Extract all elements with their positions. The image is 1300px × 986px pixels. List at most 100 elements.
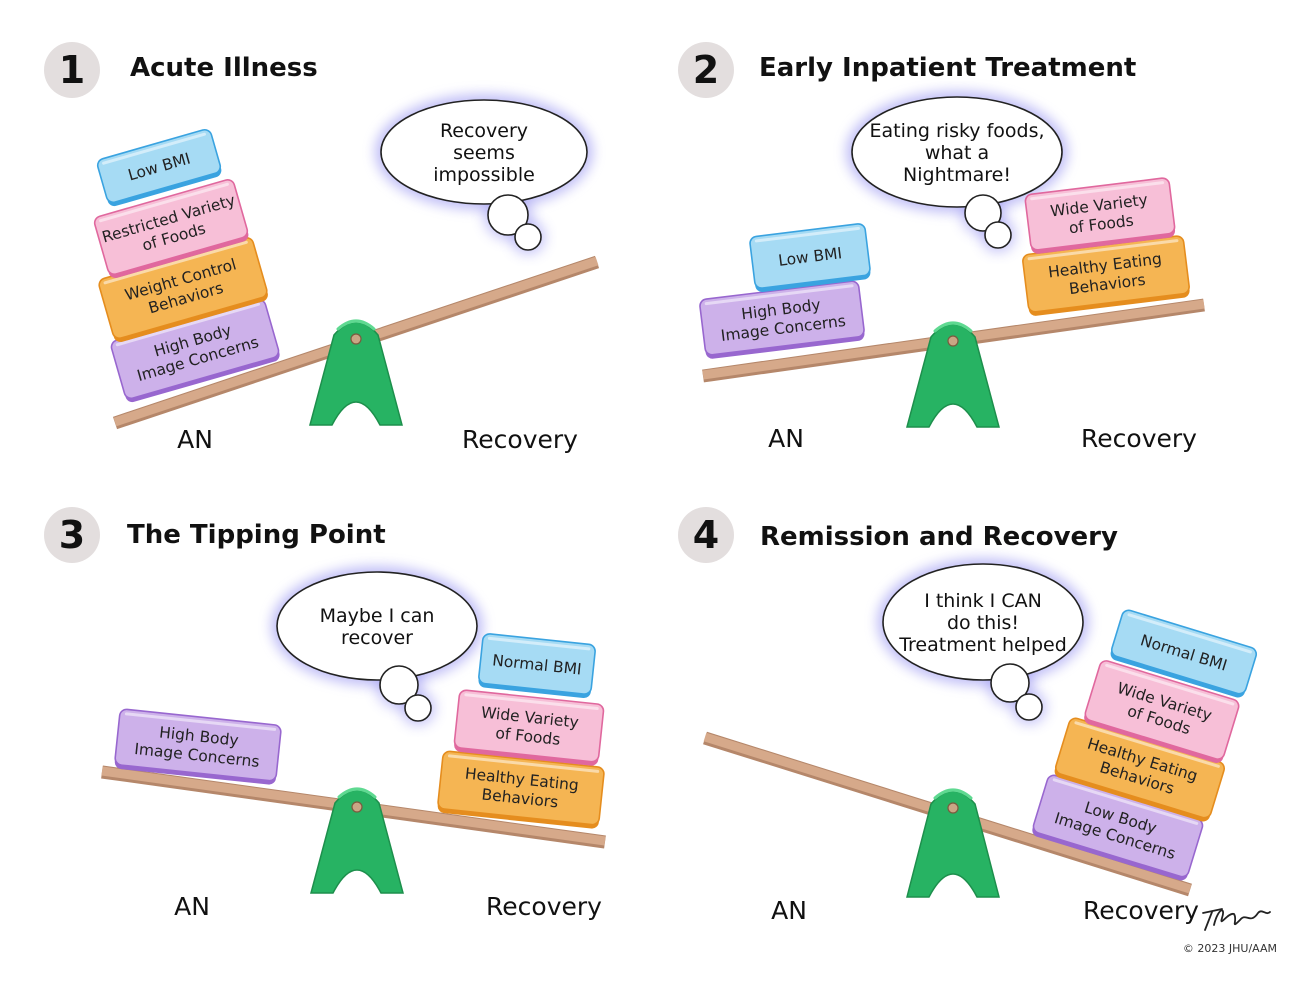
- panel-title: Early Inpatient Treatment: [759, 53, 1136, 83]
- block-highlight: [447, 754, 600, 773]
- thought-text: Recovery: [440, 120, 528, 142]
- block-highlight: [1052, 778, 1199, 825]
- side-label-recovery: Recovery: [1083, 896, 1199, 925]
- step-number: 1: [59, 48, 85, 92]
- seesaw-fulcrum: [310, 787, 404, 894]
- side-label-recovery: Recovery: [486, 892, 602, 921]
- step-number-badge: [678, 42, 734, 98]
- step-number-badge: [44, 507, 100, 563]
- block-highlight: [464, 693, 599, 711]
- right-block-3: Normal BMI: [478, 633, 596, 699]
- block-body: [478, 633, 596, 695]
- fulcrum-highlight: [337, 787, 377, 799]
- side-label-an: AN: [771, 896, 807, 925]
- seesaw-fulcrum: [309, 319, 403, 426]
- panel-title: Acute Illness: [130, 53, 318, 83]
- block-highlight: [115, 302, 261, 347]
- step-number-badge: [678, 507, 734, 563]
- side-label-recovery: Recovery: [1081, 424, 1197, 453]
- step-number: 2: [693, 48, 719, 92]
- thought-text: Nightmare!: [903, 164, 1011, 186]
- bubble-tail-1: [487, 194, 529, 236]
- block-highlight: [1074, 721, 1220, 768]
- bubble-tail-2: [514, 223, 542, 251]
- panel-title: The Tipping Point: [127, 520, 386, 550]
- thought-text: what a: [925, 142, 989, 164]
- artist-signature: [1202, 908, 1271, 931]
- fulcrum-pivot: [947, 335, 959, 347]
- side-label-an: AN: [174, 892, 210, 921]
- step-number-badge: [44, 42, 100, 98]
- bubble-tail-1: [964, 194, 1002, 232]
- side-label-an: AN: [177, 425, 213, 454]
- fulcrum-highlight: [933, 788, 973, 800]
- block-highlight: [1105, 663, 1235, 706]
- block-highlight: [704, 284, 854, 306]
- block-highlight: [1030, 181, 1165, 201]
- block-body: [749, 223, 871, 289]
- thought-text: Maybe I can: [320, 605, 435, 627]
- thought-text: do this!: [947, 612, 1019, 634]
- thought-text: recover: [341, 627, 413, 649]
- block-highlight: [1027, 239, 1179, 261]
- block-highlight: [487, 636, 591, 651]
- thought-text: seems: [453, 142, 515, 164]
- fulcrum-pivot: [351, 801, 363, 813]
- block-highlight: [99, 182, 229, 223]
- block-body: [93, 179, 249, 275]
- block-body: [453, 689, 605, 763]
- block-highlight: [1127, 613, 1252, 654]
- thought-text: Treatment helped: [898, 634, 1067, 656]
- step-number: 4: [693, 513, 719, 557]
- fulcrum-highlight: [336, 319, 376, 331]
- block-highlight: [103, 240, 248, 285]
- side-label-an: AN: [768, 424, 804, 453]
- seesaw-fulcrum: [906, 788, 1000, 898]
- bubble-tail-2: [1015, 693, 1043, 721]
- block-highlight: [754, 226, 860, 243]
- block-highlight: [124, 712, 277, 731]
- copyright-credit: © 2023 JHU/AAM: [1183, 942, 1277, 955]
- seesaw-fulcrum: [906, 321, 1000, 428]
- left-block-4: Low BMI: [96, 128, 222, 207]
- bubble-cloud: [380, 99, 588, 205]
- bubble-tail-1: [990, 663, 1030, 703]
- bubble-cloud: [882, 563, 1084, 681]
- step-number: 3: [59, 513, 85, 557]
- block-body: [1110, 609, 1258, 695]
- block-body: [437, 750, 605, 826]
- bubble-cloud: [276, 571, 478, 681]
- thought-text: I think I CAN: [924, 590, 1042, 612]
- panel-title: Remission and Recovery: [760, 522, 1118, 552]
- thought-text: impossible: [433, 164, 535, 186]
- block-body: [96, 128, 222, 204]
- block-highlight: [102, 132, 207, 165]
- left-block-2: Low BMI: [749, 223, 871, 293]
- fulcrum-pivot: [350, 333, 362, 345]
- fulcrum-pivot: [947, 802, 959, 814]
- bubble-cloud: [851, 96, 1063, 208]
- bubble-tail-2: [984, 221, 1012, 249]
- bubble-tail-2: [404, 694, 432, 722]
- block-body: [1084, 660, 1240, 760]
- side-label-recovery: Recovery: [462, 425, 578, 454]
